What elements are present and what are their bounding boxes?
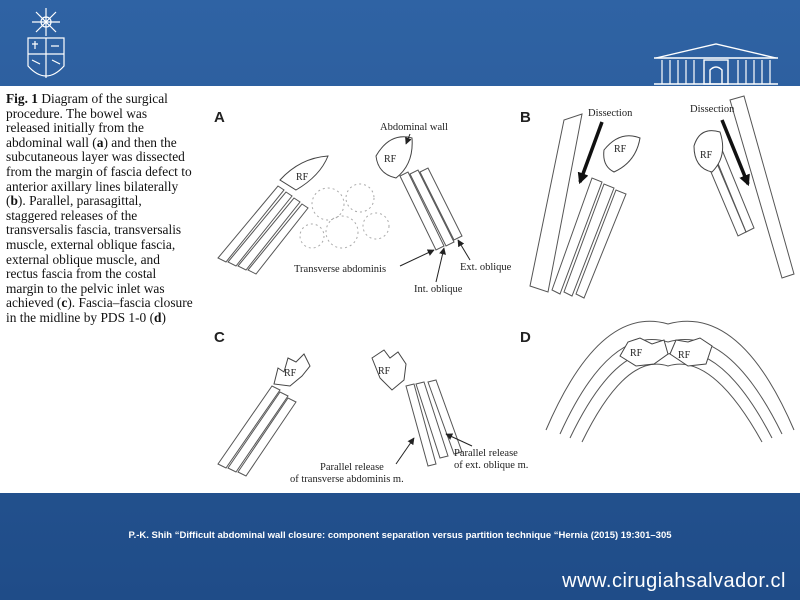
panel-letter-c: C [214,329,225,346]
caption-text: Diagram of the surgical procedure. The b… [6,91,168,150]
panel-letter-b: B [520,109,531,126]
rf-label: RF [614,144,627,155]
rf-label: RF [378,366,391,377]
caption-text: ) [161,309,166,325]
figure-label: Fig. 1 [6,91,38,106]
label-parallel-release-transverse: of transverse abdominis m. [290,474,404,485]
rf-label: RF [284,368,297,379]
caption-text: ). Fascia–fascia closure in the midline … [6,295,193,325]
caption-ref-c: c [61,295,68,311]
caption-ref-d: d [154,309,162,325]
rf-label: RF [700,150,713,161]
surgical-diagram: A RF [214,95,795,485]
label-int-oblique: Int. oblique [414,284,463,295]
figure-caption: Fig. 1 Diagram of the surgical procedure… [6,91,194,326]
panel-a: A RF [214,109,512,295]
panel-letter-a: A [214,109,225,126]
panel-b: B RF RF Dissection Dissection [520,95,795,299]
label-parallel-release-ext: of ext. oblique m. [454,460,528,471]
label-parallel-release-transverse: Parallel release [320,462,384,473]
label-abdominal-wall: Abdominal wall [380,122,448,133]
hospital-building-icon [654,43,778,85]
label-transverse-abdominis: Transverse abdominis [294,264,386,275]
rf-label: RF [678,350,691,361]
panel-letter-d: D [520,329,531,346]
label-dissection: Dissection [588,108,633,119]
rf-label: RF [296,172,309,183]
caption-ref-a: a [96,134,104,150]
caption-text: ). Parallel, parasagittal, staggered rel… [6,193,182,311]
citation: P.-K. Shih “Difficult abdominal wall clo… [128,530,672,541]
rf-label: RF [384,154,397,165]
panel-c: C RF RF Parallel release of ext. oblique… [214,329,528,485]
label-ext-oblique: Ext. oblique [460,262,512,273]
label-parallel-release-ext: Parallel release [454,448,518,459]
website-url[interactable]: www.cirugiahsalvador.cl [562,570,786,592]
rf-label: RF [630,348,643,359]
panel-d: D RF RF [520,320,795,443]
university-crest-icon [27,8,65,78]
caption-text: ) and then the subcutaneous layer was di… [6,134,192,209]
caption-ref-b: b [10,193,18,209]
content-panel: Fig. 1 Diagram of the surgical procedure… [0,86,800,493]
label-dissection: Dissection [690,104,735,115]
